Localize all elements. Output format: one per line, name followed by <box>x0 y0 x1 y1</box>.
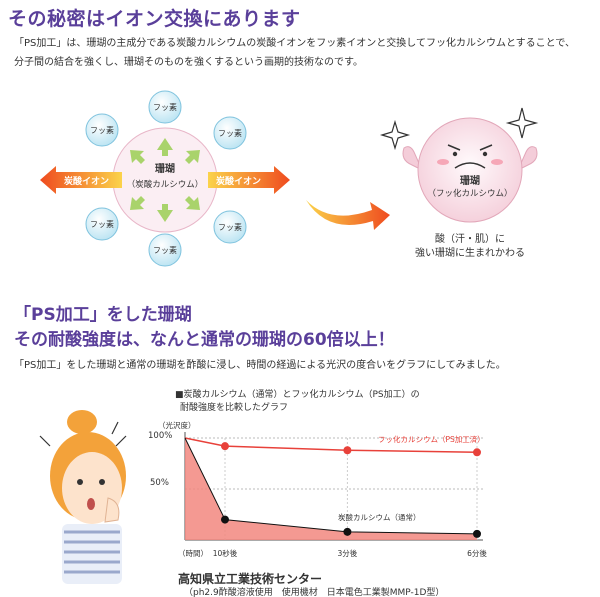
striped-shirt <box>62 524 122 584</box>
chart-title-line-2: 耐酸強度を比較したグラフ <box>180 401 288 413</box>
eye-right <box>482 151 488 157</box>
series-1-point-2 <box>343 527 352 536</box>
svg-text:フッ素: フッ素 <box>153 245 177 255</box>
x-tick-3min: 3分後 <box>338 548 358 558</box>
graph-description-text: 「PS加工」をした珊瑚と通常の珊瑚を酢酸に浸し、時間の経過による光沢の度合いをグ… <box>14 360 506 371</box>
coral-char-subtitle: （フッ化カルシウム） <box>427 188 512 199</box>
x-tick-10s: 10秒後 <box>213 548 238 558</box>
hair-bun <box>67 410 97 434</box>
chart-title-line-1: ■炭酸カルシウム（通常）とフッ化カルシウム（PS加工）の <box>175 388 420 400</box>
center-title: 珊瑚 <box>155 162 175 175</box>
y-tick-100: 100% <box>148 431 172 441</box>
section-heading-ps-coral: 「PS加工」をした珊瑚 <box>14 305 192 325</box>
flexing-arms <box>402 146 538 172</box>
series-1-point-1 <box>221 515 229 524</box>
fluorine-ions: フッ素 フッ素 フッ素 フッ素 フッ素 フッ素 <box>85 90 247 267</box>
svg-text:フッ素: フッ素 <box>90 219 114 229</box>
fluorine-ion-bottom-right: フッ素 <box>213 210 247 244</box>
surprised-woman-illustration <box>39 410 127 584</box>
section-heading-ion-exchange: その秘密はイオン交換にあります <box>8 8 301 30</box>
svg-text:フッ素: フッ素 <box>153 102 177 112</box>
intro-text-line-1: 「PS加工」は、珊瑚の主成分である炭酸カルシウムの炭酸イオンをフッ素イオンと交換… <box>14 38 575 49</box>
cheek-left <box>437 159 449 165</box>
face-features <box>447 144 493 169</box>
coral-caption-line-1: 酸（汗・肌）に <box>435 232 505 245</box>
carbonate-arrow-right <box>208 166 290 194</box>
intro-text-line-2: 分子間の結合を強くし、珊瑚そのものを強くするという画期的技術なのです。 <box>14 57 363 68</box>
coral-character-illustration: 珊瑚 （フッ化カルシウム） 酸（汗・肌）に 強い珊瑚に生まれかわる <box>306 107 539 259</box>
sparkle-left-icon <box>379 119 411 151</box>
fluorine-ion-top-right: フッ素 <box>213 116 247 150</box>
woman-mouth <box>87 498 95 510</box>
cheek-right <box>491 159 503 165</box>
woman-eye-left <box>77 479 83 485</box>
series-1-point-3 <box>473 529 481 538</box>
eye-left <box>452 151 458 157</box>
y-axis-label: （光沢度） <box>158 420 196 430</box>
coral-caption-line-2: 強い珊瑚に生まれかわる <box>415 246 525 259</box>
x-tick-6min: 6分後 <box>467 548 487 558</box>
source-organization: 高知県立工業技術センター <box>178 572 323 586</box>
series-label-ps: フッ化カルシウム（PS加工済） <box>378 434 485 444</box>
carbonate-arrow-left <box>40 166 122 194</box>
center-subtitle: （炭酸カルシウム） <box>127 179 204 190</box>
series-line-1 <box>184 437 478 535</box>
coral-char-title: 珊瑚 <box>460 174 480 187</box>
fluorine-ion-top: フッ素 <box>148 90 182 124</box>
inward-arrows <box>130 138 200 222</box>
transform-arrow <box>306 200 390 230</box>
ion-exchange-diagram: 炭酸イオン 炭酸イオン 珊瑚 （炭酸カルシウム） フッ素 フッ素 フッ素 フッ素… <box>40 90 290 267</box>
series-line-0 <box>184 437 478 454</box>
acid-resistance-chart: ■炭酸カルシウム（通常）とフッ化カルシウム（PS加工）の 耐酸強度を比較したグラ… <box>39 388 487 584</box>
sparkle-right-icon <box>505 107 539 139</box>
series-0-point-2 <box>343 446 352 455</box>
svg-text:フッ素: フッ素 <box>218 222 242 232</box>
svg-text:フッ素: フッ素 <box>90 125 114 135</box>
series-0-point-3 <box>473 448 481 457</box>
source-detail: （ph2.9酢酸溶液使用 使用機材 日本電色工業製MMP-1D型） <box>184 588 445 597</box>
chart-plot-area <box>184 432 483 541</box>
section-heading-acid-resistance: その耐酸強度は、なんと通常の珊瑚の60倍以上！ <box>14 330 395 350</box>
fluorine-ion-bottom-left: フッ素 <box>85 207 119 241</box>
fluorine-ion-top-left: フッ素 <box>85 113 119 147</box>
surprise-lines <box>39 421 127 447</box>
woman-hand <box>104 497 120 523</box>
series-label-normal: 炭酸カルシウム（通常） <box>338 512 421 522</box>
normal-series-area <box>185 438 477 540</box>
fluorine-ion-bottom: フッ素 <box>148 233 182 267</box>
y-tick-50: 50% <box>150 478 169 488</box>
shirt-stripes <box>64 530 120 574</box>
carbonate-label-left: 炭酸イオン <box>64 175 109 187</box>
carbonate-label-right: 炭酸イオン <box>216 175 261 187</box>
coral-face <box>417 117 523 223</box>
x-axis-label: （時間） <box>178 549 208 558</box>
svg-text:フッ素: フッ素 <box>218 128 242 138</box>
woman-eye-right <box>99 479 105 485</box>
series-0-point-1 <box>221 442 229 451</box>
